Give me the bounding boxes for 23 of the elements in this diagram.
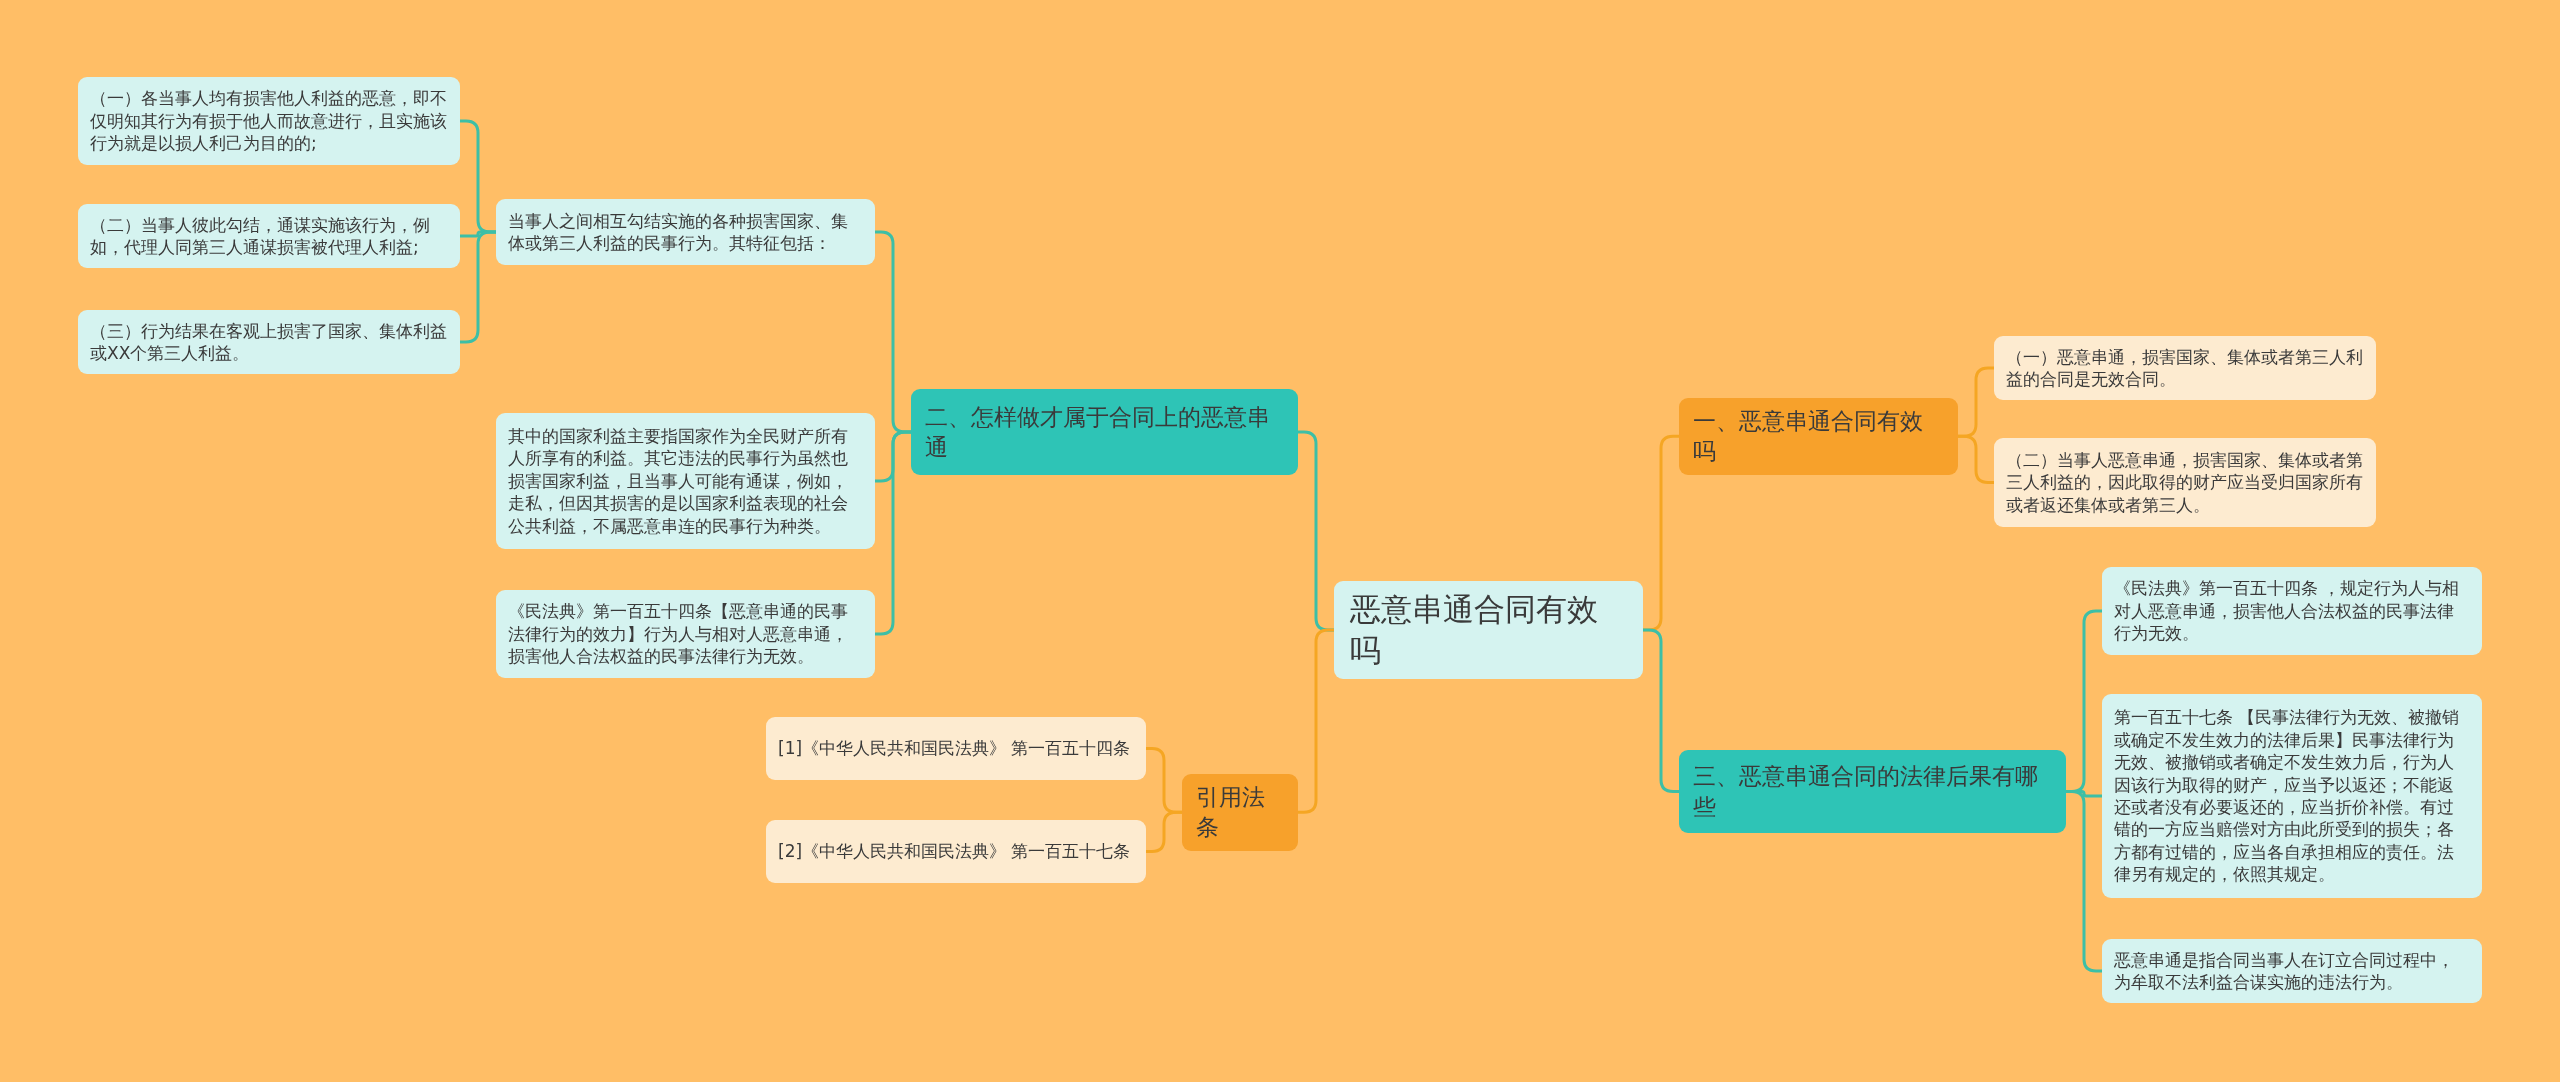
note-card: [1]《中华人民共和国民法典》 第一百五十四条 — [766, 717, 1146, 780]
branch-topic: 三、恶意串通合同的法律后果有哪些 — [1679, 750, 2066, 833]
connector — [875, 430, 911, 636]
branch-topic: 二、怎样做才属于合同上的恶意串通 — [911, 389, 1298, 475]
note-card: 第一百五十七条 【民事法律行为无效、被撤销或确定不发生效力的法律后果】民事法律行为无效、被撤销或者确定不发生效力后，行为人因该行为取得的财产，应当予以返还；不能返还或者没有必要返还的，应当折价补偿。有过错的一方应当赔偿对方由此所受到的损失；各方都有过错的，应当各自承担相应的责任。法律另有规定的，依照其规定。 — [2102, 694, 2482, 898]
note-card: [2]《中华人民共和国民法典》 第一百五十七条 — [766, 820, 1146, 883]
note-card: 《民法典》第一百五十四条 ，规定行为人与相对人恶意串通，损害他人合法权益的民事法律行为无效。 — [2102, 567, 2482, 655]
note-card: （一）各当事人均有损害他人利益的恶意，即不仅明知其行为有损于他人而故意进行，且实施该行为就是以损人利己为目的的; — [78, 77, 460, 165]
note-card: 《民法典》第一百五十四条【恶意串通的民事法律行为的效力】行为人与相对人恶意串通，损害他人合法权益的民事法律行为无效。 — [496, 590, 875, 678]
connector — [1298, 628, 1334, 814]
central-topic: 恶意串通合同有效吗 — [1334, 581, 1643, 679]
note-card: 当事人之间相互勾结实施的各种损害国家、集体或第三人利益的民事行为。其特征包括： — [496, 199, 875, 265]
connector — [1146, 810, 1182, 853]
connector — [2066, 790, 2102, 973]
branch-topic: 一、恶意串通合同有效吗 — [1679, 398, 1958, 475]
note-card: 恶意串通是指合同当事人在订立合同过程中，为牟取不法利益合谋实施的违法行为。 — [2102, 939, 2482, 1003]
note-card: 其中的国家利益主要指国家作为全民财产所有人所享有的利益。其它违法的民事行为虽然也损害国家利益，且当事人可能有通谋，例如，走私，但因其损害的是以国家利益表现的社会公共利益，不属恶意串连的民事行为种类。 — [496, 413, 875, 549]
note-card: （一）恶意串通，损害国家、集体或者第三人利益的合同是无效合同。 — [1994, 336, 2376, 400]
note-card: （二）当事人恶意串通，损害国家、集体或者第三人利益的，因此取得的财产应当受归国家所有或者返还集体或者第三人。 — [1994, 438, 2376, 527]
note-card: （二）当事人彼此勾结，通谋实施该行为，例如，代理人同第三人通谋损害被代理人利益; — [78, 204, 460, 268]
branch-topic: 引用法条 — [1182, 774, 1298, 851]
note-card: （三）行为结果在客观上损害了国家、集体利益或XX个第三人利益。 — [78, 310, 460, 374]
connector — [1958, 434, 1994, 484]
